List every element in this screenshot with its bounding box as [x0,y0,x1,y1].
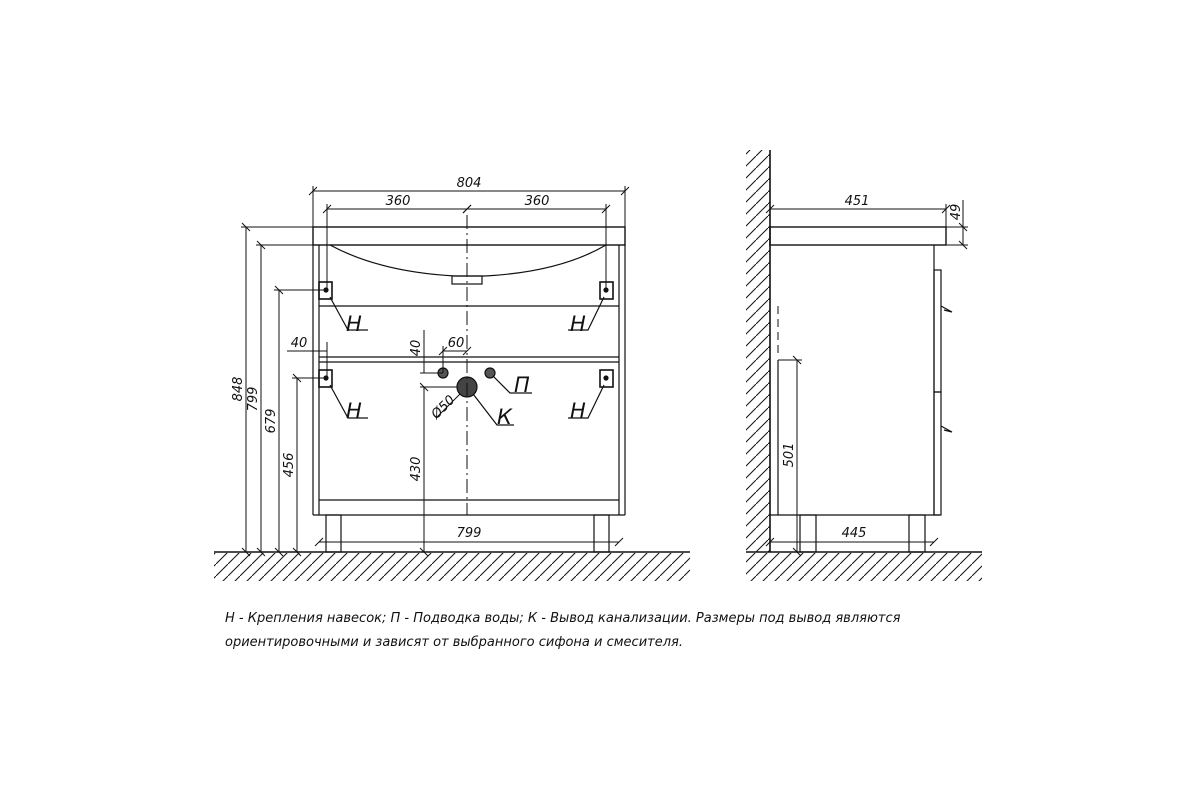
dim-360-right-text: 360 [525,194,550,209]
dim-501-text: 501 [782,443,797,468]
label-h-top-left: Н [346,312,362,336]
dim-diam-text: Ø50 [428,393,458,423]
legend-line-2: ориентировочными и зависят от выбранного… [225,635,683,650]
basin-top [312,226,626,246]
front-leg-right [593,514,610,553]
leader-k [469,389,514,426]
leader-h-top-right [568,296,605,331]
dim-445-text: 445 [842,526,867,541]
label-k: К [497,405,513,429]
label-h-bottom-left: Н [346,399,362,423]
label-h-bottom-right: Н [570,399,586,423]
front-view-text: 804 360 360 799 848 799 679 456 40 40 60… [231,176,586,541]
dim-49-text: 49 [949,204,964,221]
basin-bowl [329,244,607,277]
side-door-lower [933,391,942,516]
dim-40-v-text: 40 [409,340,424,357]
dim-diam-leader [435,393,461,419]
side-handle-lower [940,425,953,433]
legend-line-1: Н - Крепления навесок; П - Подводка воды… [225,611,901,626]
hanger-hole-bottom-right [603,375,609,381]
dim-804-text: 804 [457,176,482,191]
side-floor-hatch [746,553,982,581]
dim-799-bottom-text: 799 [457,526,482,541]
side-leg-back [799,514,817,553]
leader-h-bottom-right [568,384,605,419]
dim-848-text: 848 [231,377,246,402]
dim-456-text: 456 [282,453,297,478]
dim-40-h-text: 40 [291,336,308,351]
leader-h-bottom-left [329,384,368,419]
leader-h-top-left [329,296,368,331]
dim-430-text: 430 [409,457,424,482]
dim-360-left-text: 360 [386,194,411,209]
side-view [746,150,982,581]
front-leg-left [325,514,342,553]
water-inlet-right [484,367,496,379]
dim-60-text: 60 [448,336,465,351]
label-h-top-right: Н [570,312,586,336]
front-floor-hatch [214,553,690,581]
leader-p [490,373,532,394]
label-p: П [514,373,530,397]
dim-799-text: 799 [246,387,261,412]
side-door-upper [933,269,942,393]
side-top-slab [769,226,947,246]
hanger-bracket-bottom-right [599,369,614,388]
side-wall-hatch [746,150,770,552]
side-view-text: 451 49 445 501 [782,194,964,541]
side-handle-upper [940,305,953,313]
dim-679-text: 679 [264,409,279,434]
dim-451-text: 451 [845,194,870,209]
front-view [214,186,690,581]
side-leg-front [908,514,926,553]
